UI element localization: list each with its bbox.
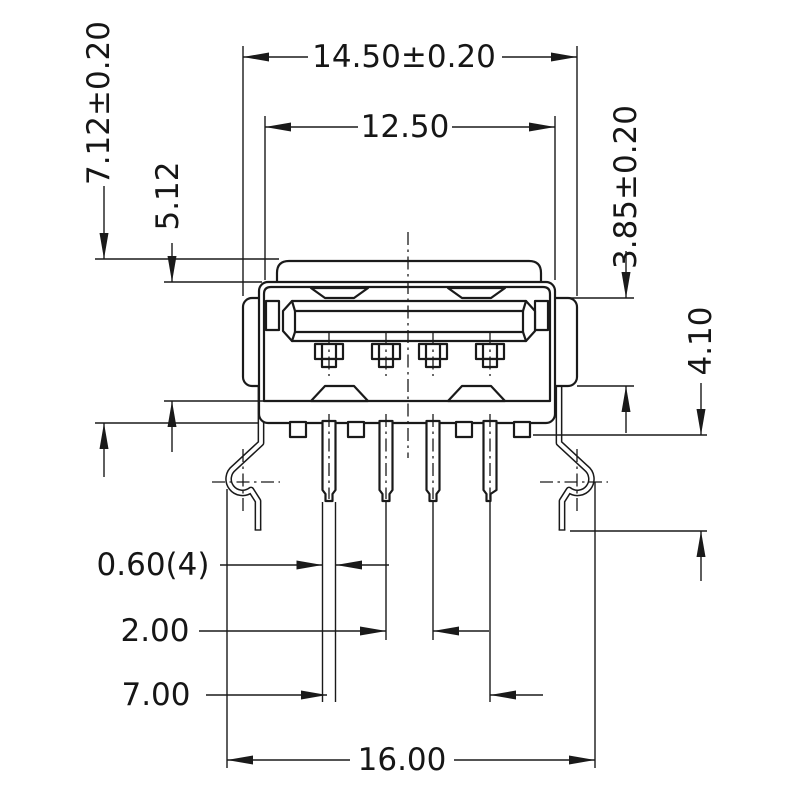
dim-opening-width-label: 12.50 — [361, 109, 450, 145]
dim-flange-height: 3.85±0.20 — [608, 105, 644, 433]
dim-overall-height: 7.12±0.20 — [81, 21, 117, 477]
side-stop-left — [264, 299, 281, 332]
pin-3 — [425, 419, 441, 503]
extension-lines — [95, 46, 707, 768]
pin-1 — [321, 419, 337, 503]
dim-mount-leg-span: 16.00 — [227, 742, 595, 778]
latch-window-bottom-left — [309, 384, 370, 403]
pin-4 — [482, 419, 498, 503]
dim-overall-height-label: 7.12±0.20 — [81, 21, 117, 185]
dim-outer-pin-span: 7.00 — [121, 677, 543, 713]
dim-inner-pin-pitch-label: 2.00 — [120, 613, 189, 649]
dim-pin-width: 0.60(4) — [97, 547, 389, 583]
latch-window-bottom-right — [446, 384, 507, 403]
dim-opening-height: 5.12 — [150, 161, 186, 452]
dim-mount-leg-span-label: 16.00 — [358, 742, 447, 778]
dim-leg-below-board: 4.10 — [683, 306, 719, 581]
pin-2 — [378, 419, 394, 503]
mount-leg-right — [555, 382, 595, 531]
dim-leg-below-board-label: 4.10 — [683, 306, 719, 375]
foot-tab-3 — [454, 420, 474, 439]
foot-tab-1 — [288, 420, 308, 439]
dim-outer-pin-span-label: 7.00 — [121, 677, 190, 713]
dim-overall-width-label: 14.50±0.20 — [312, 39, 496, 75]
mount-leg-left — [225, 382, 265, 531]
dim-overall-width: 14.50±0.20 — [243, 39, 577, 75]
dim-inner-pin-pitch: 2.00 — [120, 613, 489, 649]
dim-flange-height-label: 3.85±0.20 — [608, 105, 644, 269]
shell-inner-outline — [262, 285, 552, 403]
tongue — [281, 299, 537, 343]
tongue-face — [293, 309, 525, 334]
tongue-bevel-edges — [290, 299, 528, 343]
dim-pin-width-label: 0.60(4) — [97, 547, 210, 583]
dim-opening-height-label: 5.12 — [150, 161, 186, 230]
dim-opening-width: 12.50 — [265, 109, 555, 145]
foot-tab-4 — [512, 420, 532, 439]
latch-window-top-left — [309, 286, 370, 300]
foot-tab-2 — [346, 420, 366, 439]
latch-window-top-right — [446, 286, 507, 300]
centerlines — [212, 232, 608, 514]
